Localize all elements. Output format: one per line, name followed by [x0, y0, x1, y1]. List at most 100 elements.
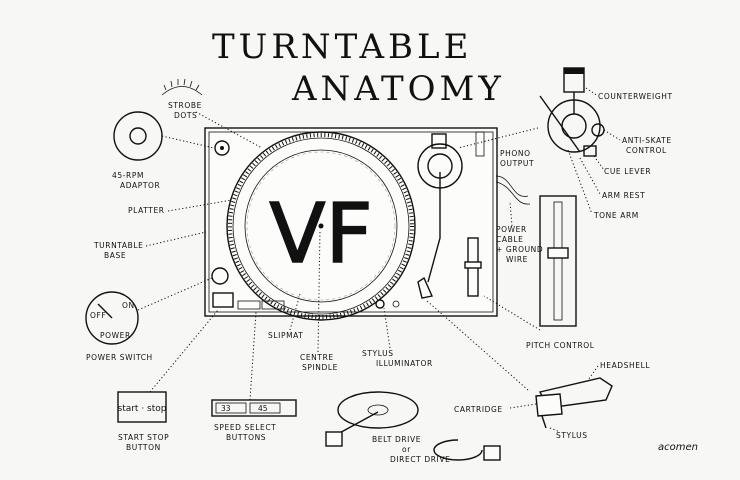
tone-arm	[427, 172, 441, 283]
label-platter: PLATTER	[128, 206, 165, 215]
vf-logo: VF	[269, 187, 372, 282]
base-illuminator-button	[392, 300, 400, 308]
label-base-1: TURNTABLE	[93, 241, 144, 250]
phono-cable-1	[495, 175, 529, 197]
label-cable-1: POWER	[496, 225, 527, 234]
base-headshell	[417, 276, 433, 299]
label-cartridge: CARTRIDGE	[454, 405, 503, 414]
leader-tonearm-zoom	[457, 127, 539, 149]
title-line-1: TURNTABLE	[212, 27, 472, 67]
label-speed-2: BUTTONS	[226, 433, 266, 442]
strobe-dots-marks	[163, 78, 200, 91]
leader-cable	[509, 201, 513, 227]
label-illuminator-1: STYLUS	[362, 349, 394, 358]
label-adaptor-2: ADAPTOR	[120, 181, 160, 190]
label-base-2: BASE	[104, 251, 126, 260]
leader-cartridge	[509, 403, 537, 409]
label-tone-arm: TONE ARM	[593, 211, 639, 220]
label-cable-2: CABLE	[496, 235, 523, 244]
slipmat-texture	[246, 151, 396, 301]
power-switch-icon	[85, 291, 139, 345]
speed-btn-45	[249, 402, 281, 414]
base-speed-45	[261, 300, 285, 310]
base-start-stop	[212, 292, 234, 308]
label-belt-3: DIRECT DRIVE	[390, 455, 450, 464]
title-line-2: ANATOMY	[291, 69, 505, 109]
start-stop-text: start · stop	[118, 404, 167, 414]
label-belt-2: or	[402, 445, 411, 454]
label-strobe-1: STROBE	[168, 101, 202, 110]
leader-anti-skate	[603, 129, 621, 141]
label-spindle-1: CENTRE	[300, 353, 334, 362]
label-cue-lever: CUE LEVER	[604, 167, 651, 176]
direct-drive-icon	[433, 439, 483, 461]
label-cable-3: + GROUND	[496, 245, 543, 254]
leader-arm-rest	[579, 157, 601, 195]
label-stylus: STYLUS	[556, 431, 588, 440]
strobe-dots-ring	[228, 133, 414, 319]
pitch-knob	[547, 247, 569, 259]
leader-slipmat	[289, 293, 301, 331]
label-power-switch: POWER SWITCH	[86, 353, 153, 362]
belt-motor	[325, 431, 343, 447]
label-anti-skate-2: CONTROL	[626, 146, 667, 155]
pitch-track	[553, 201, 563, 321]
counterweight-top	[564, 68, 584, 74]
platter	[226, 131, 416, 321]
centre-spindle	[318, 223, 324, 229]
label-slipmat: SLIPMAT	[268, 331, 303, 340]
label-headshell: HEADSHELL	[600, 361, 650, 370]
adaptor-icon	[113, 111, 163, 161]
base-power-dial	[211, 267, 229, 285]
adaptor-icon-hub	[129, 127, 147, 145]
speed-btn-33	[215, 402, 247, 414]
label-counterweight: COUNTERWEIGHT	[598, 92, 673, 101]
strobe-ring	[232, 137, 410, 315]
arm-rest-base	[475, 131, 485, 157]
base-speed-33	[237, 300, 261, 310]
label-start-stop-1: START STOP	[118, 433, 169, 442]
diagram-title: TURNTABLE ANATOMY	[212, 27, 505, 109]
strobe-dots-icon	[161, 86, 203, 96]
leader-start-stop	[149, 309, 219, 393]
label-start-stop-2: BUTTON	[126, 443, 161, 452]
leader-platter	[167, 199, 233, 212]
base-pitch-fader-knob	[464, 261, 482, 269]
label-strobe-2: DOTS	[174, 111, 197, 120]
belt-drive-icon	[337, 391, 419, 429]
leader-base	[145, 231, 207, 247]
power-dial-power: POWER	[100, 331, 131, 340]
start-stop-button-icon	[117, 391, 167, 423]
adaptor-slot	[214, 140, 230, 156]
belt-drive-hub	[367, 404, 389, 416]
cartridge-icon	[535, 393, 563, 417]
label-speed-1: SPEED SELECT	[214, 423, 276, 432]
power-dial-on: ON	[122, 301, 135, 310]
direct-drive-motor	[483, 445, 501, 461]
artist-signature: acomen	[658, 442, 698, 453]
base-stylus-illuminator	[375, 299, 385, 309]
speed-btn-45-label: 45	[258, 404, 268, 413]
label-phono-2: OUTPUT	[500, 159, 534, 168]
label-arm-rest: ARM REST	[602, 191, 645, 200]
power-dial-off: OFF	[90, 311, 106, 320]
pitch-control-icon	[539, 195, 577, 327]
label-anti-skate-1: ANTI-SKATE	[622, 136, 672, 145]
power-switch-pointer	[97, 303, 113, 319]
arm-detail-line	[539, 95, 581, 153]
speed-btn-33-label: 33	[221, 404, 231, 413]
leader-speed	[249, 311, 257, 401]
leader-headshell-zoom	[425, 299, 529, 391]
leader-counterweight	[585, 87, 599, 97]
leader-spindle	[317, 229, 321, 353]
cue-lever-icon	[583, 145, 597, 157]
leader-pitch	[483, 295, 541, 331]
leader-cue	[593, 155, 605, 171]
label-pitch-control: PITCH CONTROL	[526, 341, 595, 350]
leader-headshell	[587, 365, 599, 381]
label-adaptor-1: 45-RPM	[112, 171, 144, 180]
speed-select-icon	[211, 399, 297, 417]
adaptor-slot-hole	[220, 146, 224, 150]
stylus-icon	[541, 415, 547, 429]
label-spindle-2: SPINDLE	[302, 363, 338, 372]
